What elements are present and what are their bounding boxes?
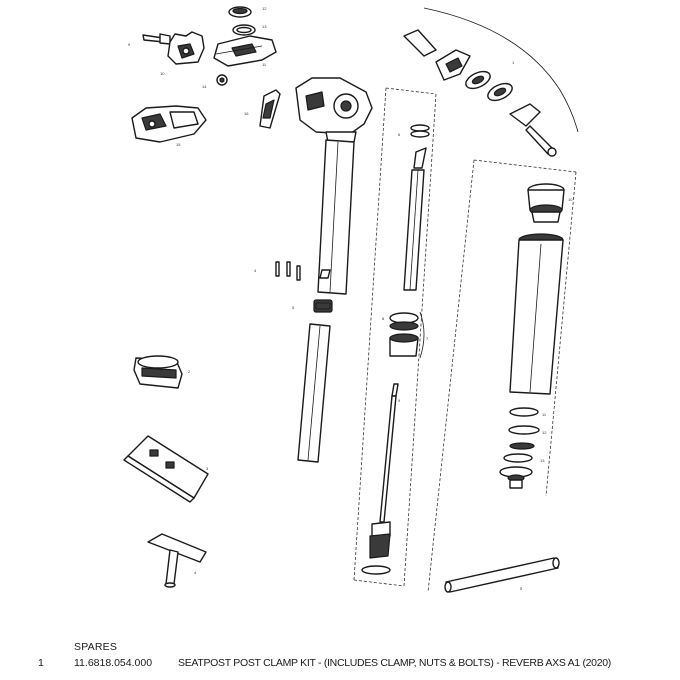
upper-clamp-bolt: 9 (128, 33, 171, 47)
top-cap: 10 (527, 183, 573, 223)
rail-clamp-set: 1 (403, 7, 579, 157)
piston-stack: 7 8 (382, 311, 429, 359)
clamp-ring: 2 (133, 355, 191, 389)
spares-row-description: SEATPOST POST CLAMP KIT - (INCLUDES CLAM… (178, 657, 611, 669)
svg-text:3: 3 (206, 466, 209, 471)
svg-text:13: 13 (540, 458, 545, 463)
spares-row-part-number: 11.6818.054.000 (74, 657, 153, 669)
svg-text:14: 14 (202, 84, 207, 89)
svg-text:4: 4 (194, 570, 197, 575)
svg-text:13: 13 (262, 24, 267, 29)
tube-collar: 5 (292, 299, 333, 313)
svg-text:2: 2 (188, 369, 191, 374)
svg-text:6: 6 (398, 132, 401, 137)
svg-text:8: 8 (382, 316, 385, 321)
svg-text:12: 12 (262, 6, 267, 11)
lower-clamp-head: 15 (131, 105, 207, 147)
spares-row: 1 11.6818.054.000 SEATPOST POST CLAMP KI… (0, 657, 680, 673)
svg-text:10: 10 (160, 71, 165, 76)
spares-list: SPARES 1 11.6818.054.000 SEATPOST POST C… (0, 640, 680, 680)
svg-text:11: 11 (262, 62, 267, 67)
svg-text:16: 16 (244, 111, 249, 116)
inner-shaft (403, 147, 427, 291)
svg-text:5: 5 (520, 586, 523, 591)
sleeve-seals: 11 12 13 (499, 407, 547, 489)
exploded-parts-diagram: 9 10 12 13 11 14 15 16 (123, 6, 579, 593)
right-bracket (427, 159, 577, 593)
guide-pins: 4 (254, 261, 301, 281)
upper-clamp-saddle: 11 (213, 35, 277, 67)
damper-rod: 9 (361, 383, 401, 575)
upper-clamp-head: 10 (160, 31, 205, 76)
svg-text:10: 10 (568, 197, 573, 202)
svg-text:12: 12 (542, 430, 547, 435)
svg-text:9: 9 (128, 42, 131, 47)
svg-text:15: 15 (176, 142, 181, 147)
long-rod: 5 (444, 557, 560, 593)
centre-rings: 6 (398, 124, 430, 138)
svg-text:5: 5 (292, 305, 295, 310)
svg-text:4: 4 (254, 268, 257, 273)
tool-handle: 4 (147, 533, 207, 588)
outer-sleeve (509, 233, 564, 395)
svg-text:9: 9 (398, 398, 401, 403)
svg-text:7: 7 (426, 336, 429, 341)
seatpost-head (295, 77, 373, 143)
top-washer: 12 (228, 6, 267, 18)
hose-guide: 3 (123, 435, 209, 503)
upper-tube (317, 139, 355, 295)
spares-heading: SPARES (74, 641, 118, 653)
top-ring: 13 (232, 24, 267, 36)
remote-battery: 16 (244, 89, 281, 129)
svg-text:1: 1 (512, 60, 515, 65)
lower-tube (297, 323, 331, 463)
center-bracket (353, 87, 437, 587)
small-nut: 14 (202, 74, 228, 89)
svg-text:11: 11 (542, 412, 547, 417)
spares-row-index: 1 (38, 657, 44, 669)
